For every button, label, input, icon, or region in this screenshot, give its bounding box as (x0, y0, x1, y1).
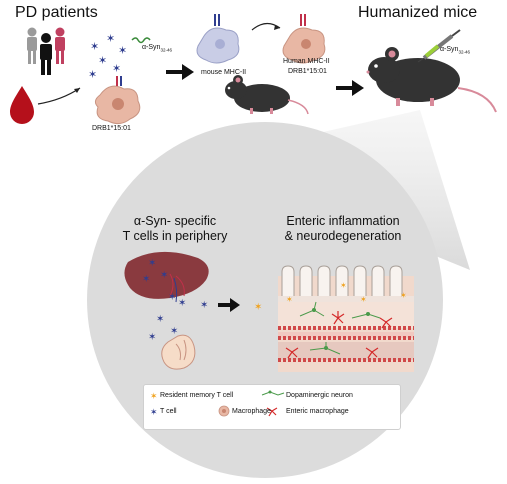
svg-text:✶: ✶ (168, 292, 176, 303)
legend-tcell-icon: ✶ (150, 407, 158, 417)
svg-text:✶: ✶ (88, 69, 97, 81)
human-mhc-cell-icon (282, 14, 326, 64)
periphery-line1: α-Syn- specific (133, 214, 217, 228)
human-mhc-label: Human MHC-II (283, 58, 330, 65)
patients-group-icon (27, 27, 65, 75)
legend-macrophage-icon (218, 405, 230, 417)
memory-tcell-icon: ✶ (254, 302, 262, 313)
mouse-mhc-cell-icon (196, 14, 240, 64)
small-mouse-icon (225, 75, 309, 115)
blood-drop-icon (10, 86, 34, 124)
pd-patients-title: PD patients (15, 4, 98, 21)
lymph-node-icon (161, 334, 196, 370)
svg-text:✶: ✶ (160, 270, 168, 281)
legend-resident-memory-label: Resident memory T cell (160, 392, 234, 399)
mouse-mhc-label: mouse MHC-II (201, 69, 247, 76)
drb1-patient-label: DRB1*15:01 (92, 125, 131, 132)
patient-apc-icon (94, 76, 141, 125)
asyn-peptide-label: α-Syn32-46 (142, 44, 172, 53)
svg-text:✶: ✶ (400, 291, 407, 300)
humanized-mice-title: Humanized mice (358, 4, 478, 21)
legend-neuron-icon (261, 390, 285, 396)
human-mhc-allele-label: DRB1*15:01 (288, 68, 327, 75)
svg-text:✶: ✶ (106, 33, 115, 45)
spleen-icon (124, 251, 209, 303)
tcells-cluster-icon: ✶ ✶ ✶ ✶ ✶ ✶ (88, 33, 127, 81)
syringe-icon (417, 29, 461, 63)
legend-tcell-label: T cell (160, 408, 177, 415)
svg-text:✶: ✶ (148, 258, 156, 269)
legend-macrophage-label: Macrophage (232, 408, 271, 415)
svg-text:✶: ✶ (360, 295, 367, 304)
legend: ✶ ✶ Resident memory T cell Dopaminergic … (143, 384, 401, 430)
svg-text:✶: ✶ (170, 326, 178, 337)
svg-text:✶: ✶ (286, 295, 293, 304)
enteric-line1: Enteric inflammation (286, 214, 400, 228)
asyn-injection-label: α-Syn32-46 (440, 46, 470, 55)
svg-text:✶: ✶ (340, 281, 347, 290)
legend-dopaminergic-label: Dopaminergic neuron (286, 392, 353, 399)
svg-text:✶: ✶ (200, 300, 208, 311)
svg-text:✶: ✶ (118, 45, 127, 57)
svg-text:✶: ✶ (142, 274, 150, 285)
intestinal-wall-icon: ✶ ✶ ✶ ✶ (278, 265, 414, 372)
humanized-mouse-icon (366, 47, 497, 113)
svg-text:✶: ✶ (112, 63, 121, 75)
svg-text:✶: ✶ (178, 298, 186, 309)
periphery-line2: T cells in periphery (122, 229, 228, 243)
svg-text:✶: ✶ (148, 332, 156, 343)
legend-enteric-macrophage-label: Enteric macrophage (286, 408, 349, 415)
svg-text:✶: ✶ (156, 314, 164, 325)
svg-text:✶: ✶ (98, 55, 107, 67)
legend-memory-tcell-icon: ✶ (150, 391, 158, 401)
legend-enteric-macrophage-icon (266, 407, 278, 417)
svg-text:✶: ✶ (90, 41, 99, 53)
top-illustration: ✶ ✶ ✶ ✶ ✶ ✶ (10, 14, 497, 125)
enteric-line2: & neurodegeneration (284, 229, 402, 243)
